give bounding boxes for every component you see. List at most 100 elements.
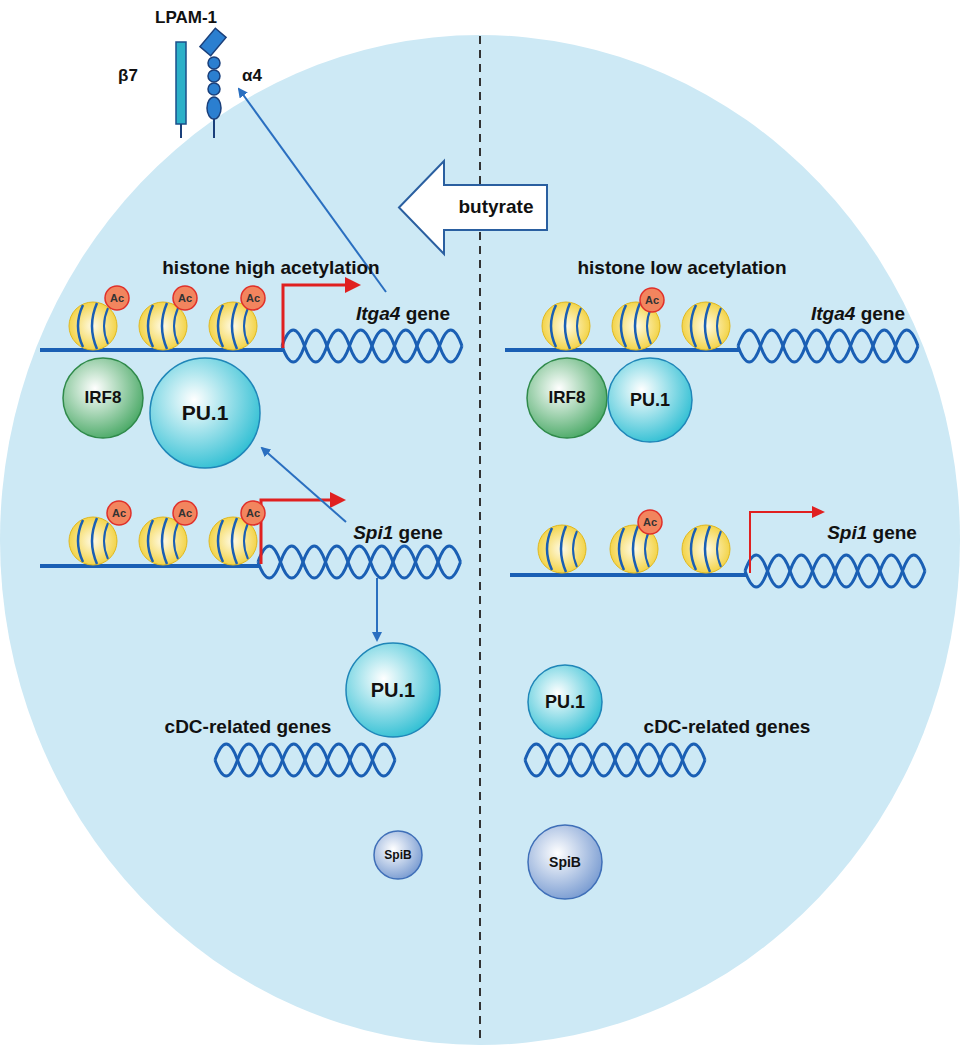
text-label: α4: [242, 66, 262, 86]
expression-arrow: [262, 448, 346, 522]
acetyl-mark: Ac: [172, 500, 198, 526]
nucleosome: [69, 302, 117, 350]
beta7-tail: [180, 124, 182, 138]
node-label: IRF8: [85, 388, 122, 408]
protein-circle: PU.1: [149, 357, 261, 469]
regulation-arrows: [239, 89, 386, 640]
node-label: Ac: [112, 507, 126, 519]
node-label: PU.1: [371, 679, 415, 702]
tss-arrow: [283, 285, 346, 348]
node-label: Ac: [643, 516, 657, 528]
alpha4-domain: [208, 70, 220, 82]
node-shape: [63, 358, 143, 438]
node-label: SpiB: [384, 848, 411, 862]
protein-circle: IRF8: [526, 357, 608, 439]
text-label: histone low acetylation: [577, 257, 786, 279]
dna-helix: [525, 744, 705, 776]
node-text-box: Ac: [106, 500, 132, 526]
node-label: Ac: [246, 292, 260, 304]
dna-helix: [282, 330, 462, 362]
node-text-box: PU.1: [345, 642, 441, 738]
node-text-box: PU.1: [527, 664, 603, 740]
text-label: histone high acetylation: [162, 257, 379, 279]
node-shape: [150, 358, 260, 468]
dna-helix: [745, 555, 925, 587]
node-shape: [640, 288, 664, 312]
dna-baselines: [40, 350, 747, 575]
dna-helix: [738, 330, 918, 362]
node-text-box: Ac: [240, 285, 266, 311]
transcription-arrows: [261, 277, 825, 573]
nucleosomes: [69, 302, 730, 573]
nucleosome: [542, 302, 590, 350]
acetyl-mark: Ac: [106, 500, 132, 526]
alpha4-domain: [207, 97, 221, 119]
gene-label: Itga4 gene: [811, 303, 905, 325]
alpha4-domain: [208, 57, 220, 69]
node-shape: [608, 358, 692, 442]
dna-helix: [215, 744, 395, 776]
nucleosome: [69, 517, 117, 565]
node-shape: [173, 286, 197, 310]
protein-circle: PU.1: [527, 664, 603, 740]
dna-helix: [258, 546, 461, 578]
node-text-box: SpiB: [373, 830, 423, 880]
node-text-box: Ac: [639, 287, 665, 313]
protein-circle: PU.1: [607, 357, 693, 443]
node-shape: [241, 286, 265, 310]
dna-helix: [745, 555, 925, 587]
acetyl-mark: Ac: [637, 509, 663, 535]
node-shape: [173, 501, 197, 525]
nucleosome: [538, 525, 586, 573]
gene-label: Spi1 gene: [827, 522, 917, 544]
integrin-symbol: [176, 28, 226, 138]
node-shape: [638, 510, 662, 534]
text-label: cDC-related genes: [644, 716, 811, 738]
node-text-box: PU.1: [607, 357, 693, 443]
node-label: Ac: [178, 292, 192, 304]
node-shape: [528, 665, 602, 739]
tss-arrow: [750, 512, 813, 573]
node-label: Ac: [178, 507, 192, 519]
gene-label: Spi1 gene: [353, 522, 443, 544]
expression-arrow: [376, 578, 378, 640]
protein-circle: PU.1: [345, 642, 441, 738]
node-label: Ac: [645, 294, 659, 306]
node-shape: [374, 831, 422, 879]
dna-helix: [525, 744, 705, 776]
node-shape: [107, 501, 131, 525]
dna-line: [510, 573, 747, 577]
node-text-box: IRF8: [526, 357, 608, 439]
alpha4-tail: [213, 119, 215, 138]
tss-arrowhead: [330, 492, 346, 508]
acetyl-mark: Ac: [104, 285, 130, 311]
node-shape: [241, 501, 265, 525]
node-label: IRF8: [549, 388, 586, 408]
node-label: PU.1: [630, 390, 670, 411]
acetyl-mark: Ac: [240, 500, 266, 526]
tss-arrowhead: [345, 277, 361, 293]
nucleosome: [682, 302, 730, 350]
node-text-box: Ac: [637, 509, 663, 535]
gene-label: Itga4 gene: [356, 303, 450, 325]
alpha4-head: [200, 28, 226, 55]
node-label: butyrate: [459, 196, 534, 218]
node-label: Ac: [110, 292, 124, 304]
dna-helix: [258, 546, 461, 578]
node-shape: [527, 358, 607, 438]
acetyl-mark: Ac: [240, 285, 266, 311]
node-text-box: butyrate: [398, 160, 548, 255]
node-label: PU.1: [182, 401, 229, 425]
node-label: PU.1: [545, 692, 585, 713]
node-label: SpiB: [549, 854, 581, 870]
protein-circle: IRF8: [62, 357, 144, 439]
beta7-chain: [176, 42, 186, 124]
node-shape: [528, 825, 602, 899]
nucleosome: [682, 525, 730, 573]
node-shape: [346, 643, 440, 737]
dna-helix: [215, 744, 395, 776]
acetyl-mark: Ac: [172, 285, 198, 311]
cell-circle: [0, 35, 960, 1045]
